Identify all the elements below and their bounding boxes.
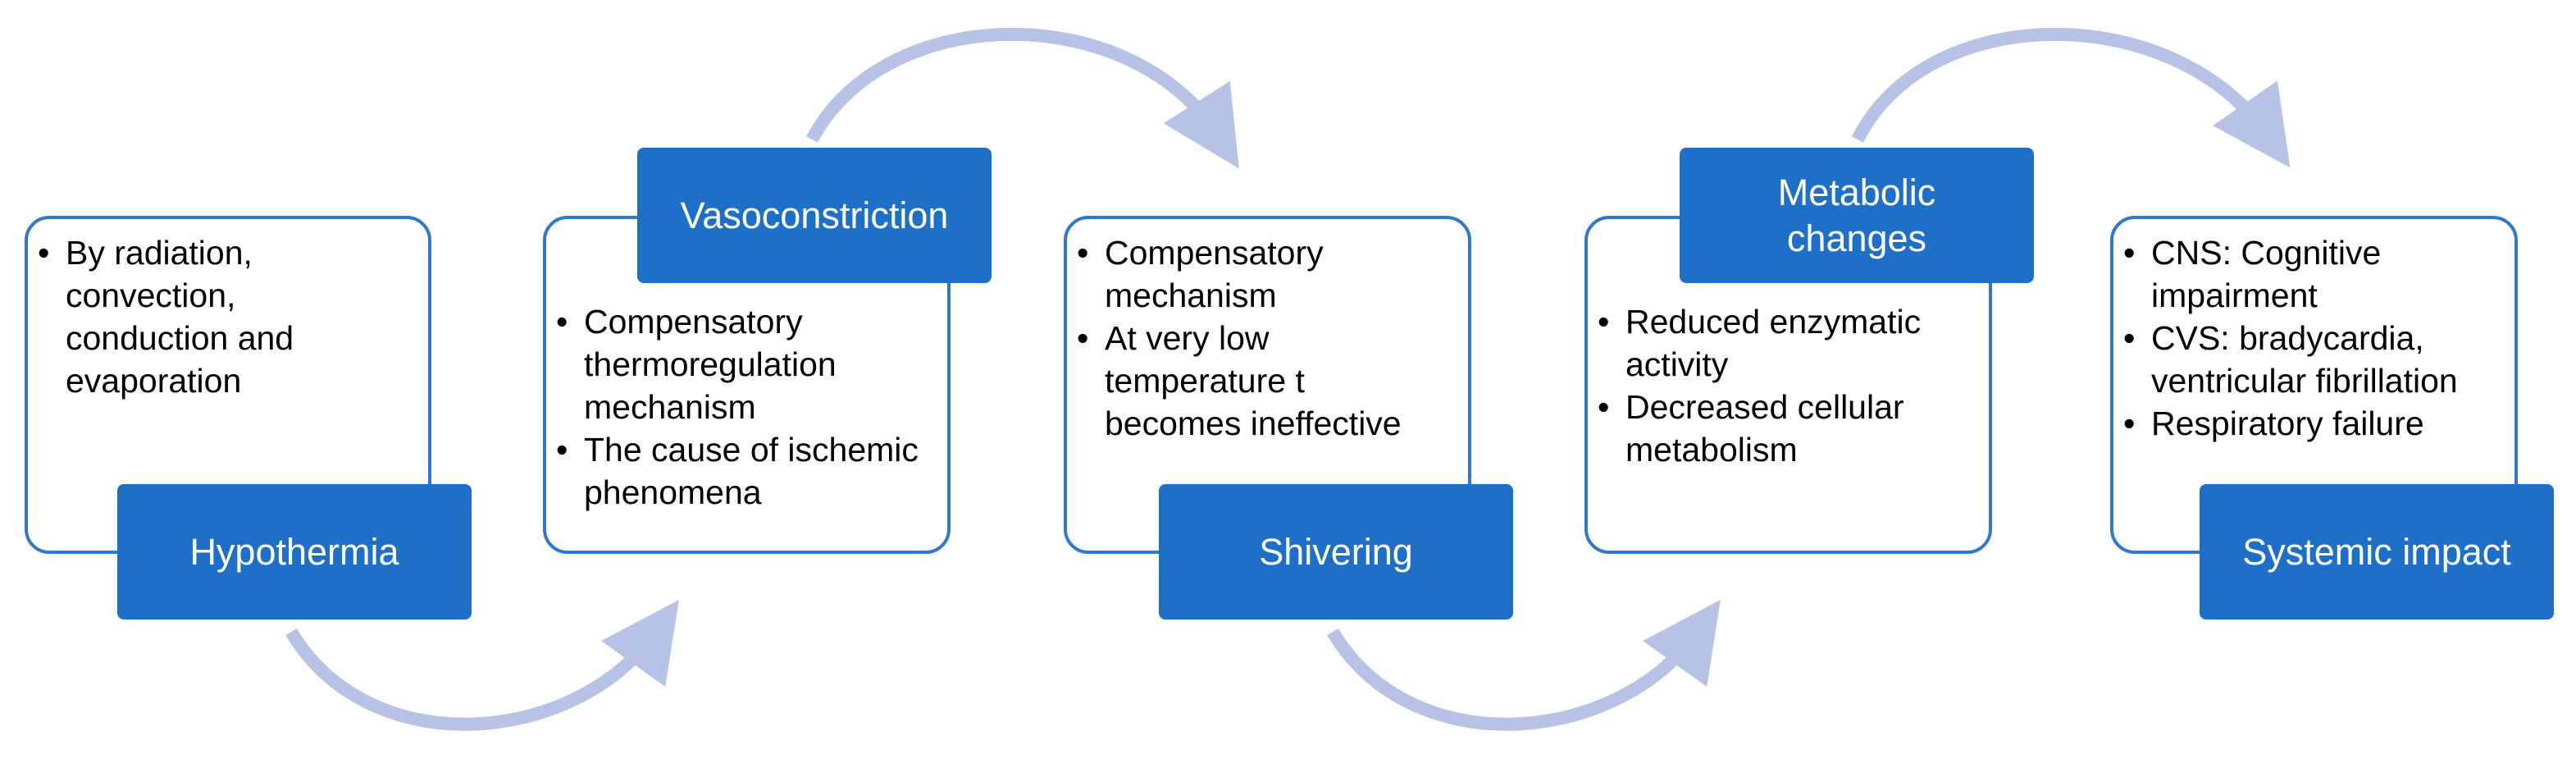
- arrow-hypothermia-to-vasoconstriction: [285, 599, 679, 731]
- bullet-point: Compensatory mechanism: [1077, 231, 1429, 317]
- stage-vasoconstriction-label: Vasoconstriction: [637, 148, 992, 283]
- stage-metabolic-points: Reduced enzymatic activity Decreased cel…: [1598, 300, 1983, 471]
- bullet-point: CVS: bradycardia, ventricular fibrillati…: [2123, 317, 2517, 402]
- arrow-metabolic-to-systemic: [1851, 27, 2291, 168]
- bullet-point: CNS: Cognitive impairment: [2123, 231, 2517, 317]
- stage-hypothermia-label: Hypothermia: [117, 484, 472, 620]
- arrow-shivering-to-metabolic: [1327, 599, 1721, 731]
- bullet-point: Respiratory failure: [2123, 402, 2517, 445]
- stage-vasoconstriction-points: Compensatory thermoregulation mechanism …: [556, 300, 948, 514]
- bullet-point: By radiation, convection, conduction and…: [38, 231, 308, 402]
- bullet-point: Decreased cellular metabolism: [1598, 386, 1983, 471]
- stage-shivering-points: Compensatory mechanism At very low tempe…: [1077, 231, 1429, 445]
- stage-hypothermia-points: By radiation, convection, conduction and…: [38, 231, 308, 402]
- stage-systemic-points: CNS: Cognitive impairment CVS: bradycard…: [2123, 231, 2517, 445]
- bullet-point: The cause of ischemic phenomena: [556, 428, 948, 514]
- stage-shivering-label: Shivering: [1159, 484, 1513, 620]
- arrow-vasoconstriction-to-shivering: [805, 27, 1239, 169]
- bullet-point: At very low temperature t becomes ineffe…: [1077, 317, 1429, 445]
- stage-metabolic-label: Metabolic changes: [1680, 148, 2034, 283]
- bullet-point: Reduced enzymatic activity: [1598, 300, 1983, 386]
- stage-systemic-label: Systemic impact: [2200, 484, 2554, 620]
- bullet-point: Compensatory thermoregulation mechanism: [556, 300, 948, 428]
